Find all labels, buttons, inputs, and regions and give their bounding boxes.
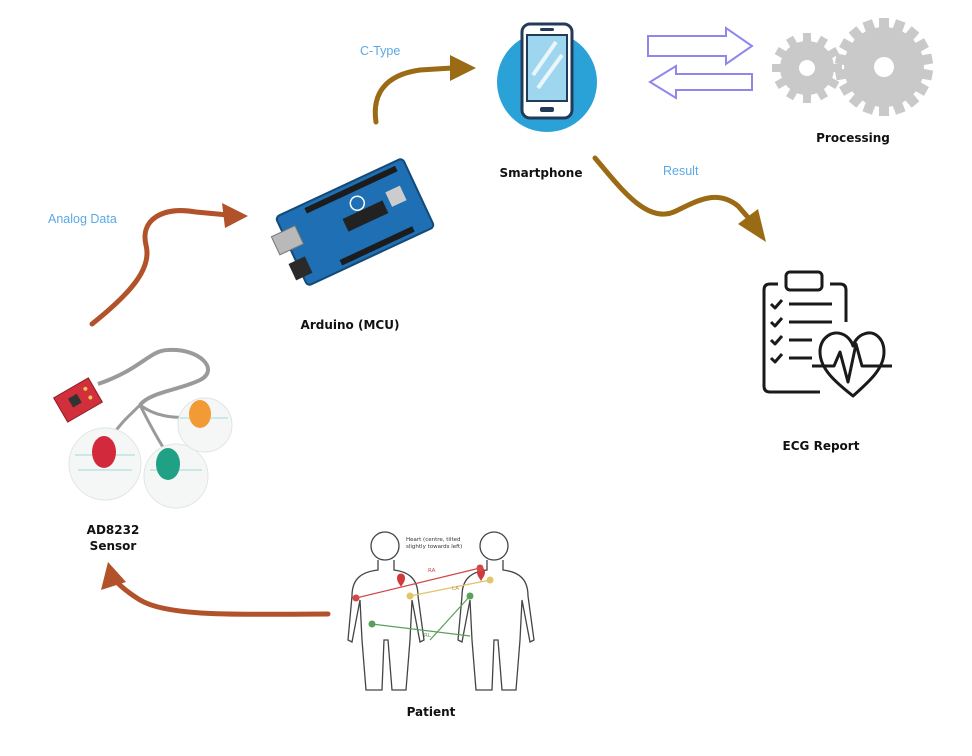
lead-ra-label: RA [428,568,436,574]
ecg-report-label: ECG Report [782,439,860,453]
gears-icon [772,18,934,116]
patient-annotation-line1: Heart (centre, tilted [406,537,461,543]
sensor-label-line1: AD8232 [86,523,140,537]
edge-label-c-type: C-Type [360,44,401,58]
processing-label: Processing [816,131,890,145]
arduino-board-icon [270,158,435,286]
sensor-label-line2: Sensor [89,539,137,553]
patient-label: Patient [406,705,456,719]
arrow-smartphone-to-report [592,155,766,242]
ecg-report-icon [762,270,892,398]
exchange-arrows [647,26,754,100]
arrow-patient-to-sensor [101,562,331,617]
arrow-sensor-to-arduino [89,203,248,327]
edge-label-analog-data: Analog Data [48,212,117,226]
ad8232-sensor-icon [52,347,233,509]
lead-rl-label: RL [424,633,432,639]
smartphone-label: Smartphone [499,166,583,180]
arrow-arduino-to-smartphone [372,55,476,125]
lead-la-label: LA [452,586,459,592]
smartphone-icon [497,22,597,132]
edge-label-result: Result [663,164,699,178]
patient-annotation-line2: slightly towards left) [406,544,462,550]
patient-figures-icon: Heart (centre, tilted slightly towards l… [347,531,535,691]
arduino-label: Arduino (MCU) [300,318,400,332]
